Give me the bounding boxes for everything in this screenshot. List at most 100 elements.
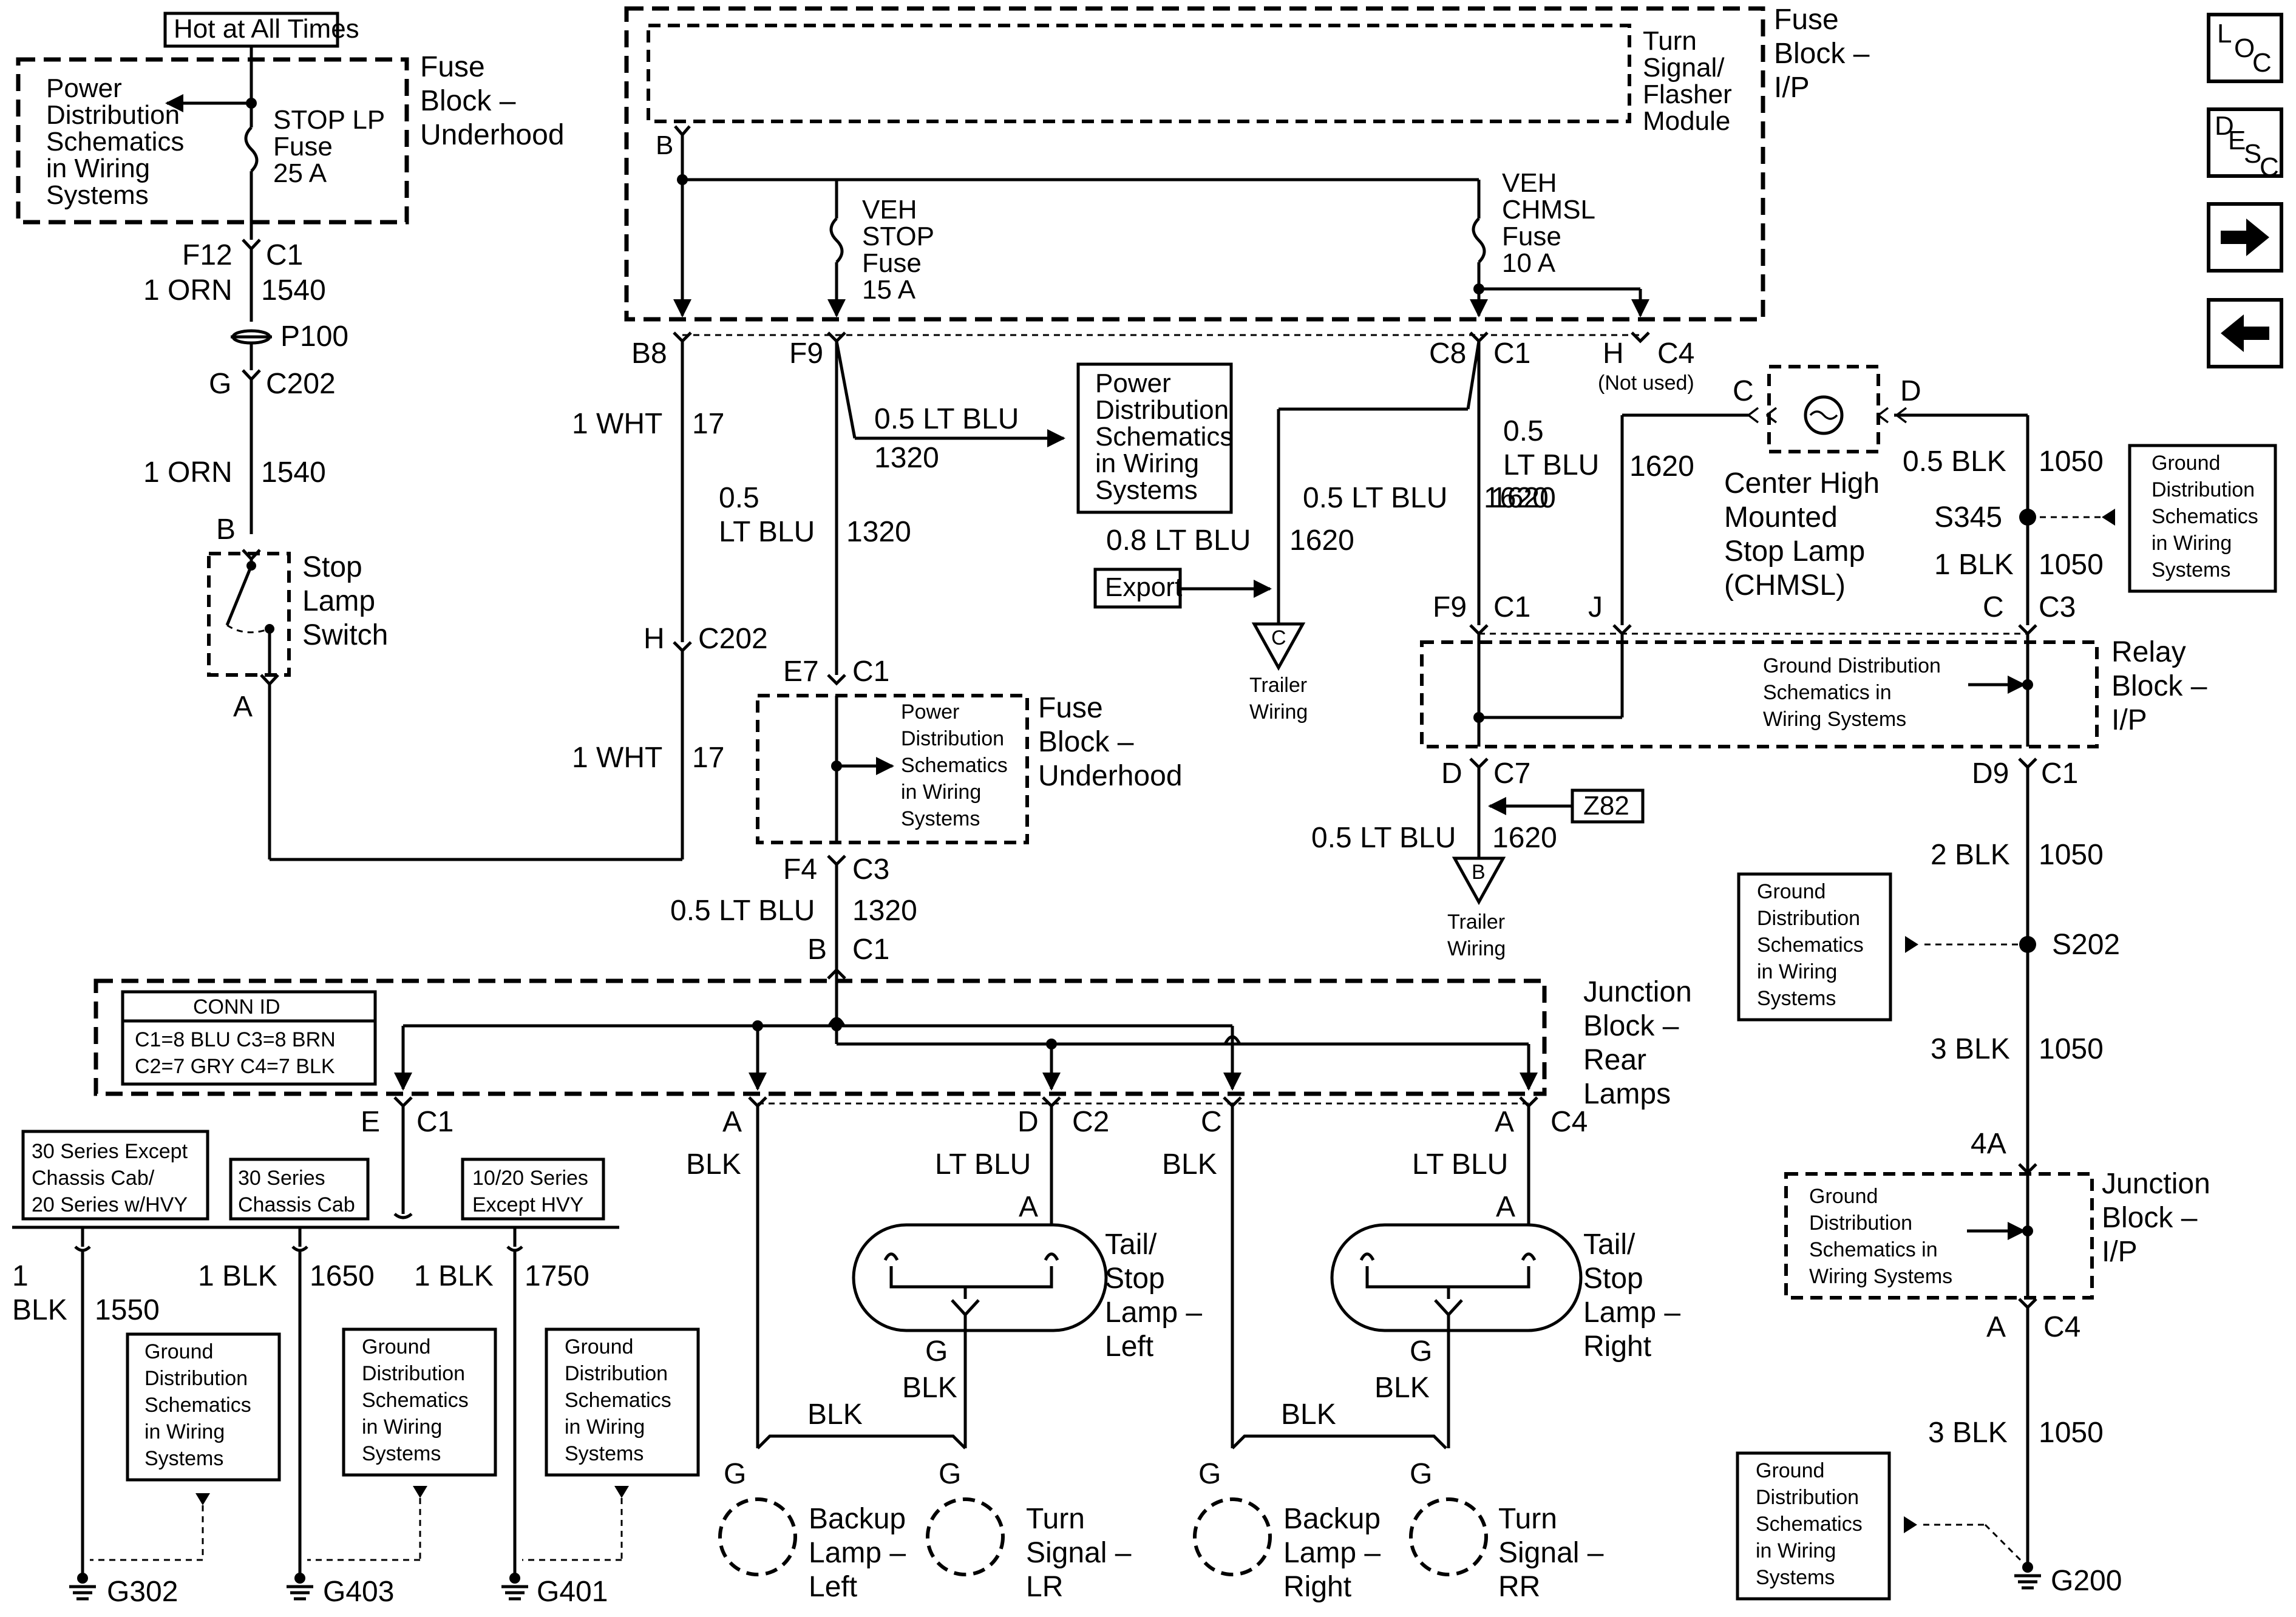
switch-contact-icon: [225, 565, 253, 626]
svg-text:Systems: Systems: [46, 180, 149, 210]
svg-text:C1: C1: [852, 656, 889, 688]
svg-text:BLK: BLK: [686, 1148, 741, 1181]
svg-text:in Wiring: in Wiring: [2152, 532, 2232, 555]
svg-text:E: E: [2228, 126, 2246, 155]
svg-text:1 BLK: 1 BLK: [414, 1260, 494, 1292]
s345-splice-icon: [2019, 509, 2036, 526]
prev-button[interactable]: [2207, 298, 2283, 368]
desc-button[interactable]: D E S C: [2207, 107, 2283, 182]
turn-signal-module-outline: [647, 24, 1631, 123]
svg-text:Fuse: Fuse: [862, 248, 922, 278]
svg-text:Underhood: Underhood: [1038, 760, 1183, 792]
svg-text:Wiring: Wiring: [1447, 937, 1506, 960]
svg-text:G401: G401: [537, 1576, 608, 1608]
svg-text:1540: 1540: [261, 456, 326, 489]
svg-text:10 A: 10 A: [1502, 248, 1556, 278]
svg-text:Mounted: Mounted: [1724, 501, 1838, 534]
svg-text:Ground: Ground: [1809, 1185, 1878, 1208]
svg-text:LR: LR: [1026, 1571, 1063, 1603]
svg-text:RR: RR: [1498, 1571, 1540, 1603]
svg-text:1 WHT: 1 WHT: [572, 408, 662, 440]
wht-circuit-17: 1 WHT 17 H C202 1 WHT 17: [572, 341, 768, 859]
svg-text:A: A: [1986, 1311, 2006, 1343]
svg-text:C3: C3: [2039, 591, 2076, 623]
svg-text:Tail/: Tail/: [1105, 1229, 1157, 1261]
svg-text:in Wiring: in Wiring: [144, 1420, 225, 1443]
svg-text:20 Series w/HVY: 20 Series w/HVY: [32, 1193, 188, 1216]
svg-text:1050: 1050: [2039, 549, 2104, 581]
svg-text:C1: C1: [416, 1106, 453, 1138]
svg-text:Power: Power: [46, 73, 122, 103]
arrow-left-icon: [2221, 314, 2269, 352]
svg-text:G: G: [724, 1458, 746, 1490]
svg-text:1550: 1550: [95, 1294, 160, 1326]
next-button[interactable]: [2207, 202, 2283, 273]
junction-block-rear-lamps: Junction Block – Rear Lamps CONN ID C1=8…: [93, 976, 1692, 1110]
svg-text:Turn: Turn: [1026, 1503, 1085, 1535]
svg-text:15 A: 15 A: [862, 275, 916, 305]
svg-text:Fuse: Fuse: [420, 51, 485, 83]
svg-text:4A: 4A: [1971, 1128, 2006, 1160]
svg-text:F9: F9: [789, 337, 823, 370]
fuse-block-underhood-outline: [16, 57, 409, 225]
svg-text:Stop Lamp: Stop Lamp: [1724, 535, 1865, 568]
svg-text:Distribution: Distribution: [565, 1362, 668, 1385]
svg-text:C1=8 BLU C3=8 BRN: C1=8 BLU C3=8 BRN: [135, 1028, 336, 1051]
svg-text:Left: Left: [1105, 1331, 1153, 1363]
svg-text:G403: G403: [323, 1576, 394, 1608]
svg-text:B: B: [807, 934, 827, 966]
svg-text:Turn: Turn: [1498, 1503, 1557, 1535]
svg-text:Switch: Switch: [302, 619, 388, 651]
svg-text:Schematics: Schematics: [362, 1389, 469, 1412]
svg-text:Distribution: Distribution: [1809, 1212, 1912, 1235]
svg-text:B: B: [656, 131, 673, 160]
svg-text:Stop: Stop: [1105, 1263, 1165, 1295]
svg-text:Ground Distribution: Ground Distribution: [1763, 654, 1941, 677]
svg-text:C1: C1: [852, 934, 889, 966]
svg-text:C202: C202: [266, 368, 336, 400]
svg-text:1320: 1320: [852, 895, 917, 927]
chmsl-outline: [1767, 365, 1880, 453]
svg-text:G200: G200: [2051, 1565, 2122, 1597]
svg-text:0.8 LT BLU: 0.8 LT BLU: [1106, 524, 1251, 557]
svg-text:Turn: Turn: [1643, 26, 1697, 56]
svg-text:1050: 1050: [2039, 839, 2104, 871]
arrow-right-icon: [2221, 219, 2269, 256]
svg-text:Schematics: Schematics: [901, 754, 1008, 777]
turn-signal-rr-icon: [1409, 1497, 1488, 1576]
svg-text:G: G: [209, 368, 231, 400]
svg-text:Lamp –: Lamp –: [1105, 1297, 1202, 1329]
option-box-30-series-except: [21, 1130, 209, 1221]
svg-text:Schematics: Schematics: [565, 1389, 671, 1412]
svg-text:LT BLU: LT BLU: [935, 1148, 1031, 1181]
gd-box-s345: [2128, 444, 2277, 593]
svg-text:G302: G302: [107, 1576, 178, 1608]
svg-text:STOP: STOP: [862, 222, 934, 251]
lt-blu-circuit-1320: 0.5 LT BLU 1320 Power Distribution Schem…: [670, 341, 1233, 980]
svg-text:1320: 1320: [874, 442, 939, 474]
svg-text:Distribution: Distribution: [1095, 395, 1229, 425]
svg-text:Lamp: Lamp: [302, 585, 375, 617]
svg-text:Schematics: Schematics: [46, 127, 184, 157]
svg-text:Schematics: Schematics: [1757, 934, 1864, 957]
svg-text:Junction: Junction: [2102, 1168, 2210, 1200]
svg-text:1620: 1620: [1492, 822, 1557, 854]
svg-text:1650: 1650: [310, 1260, 375, 1292]
svg-text:VEH: VEH: [1502, 168, 1557, 198]
svg-text:0.5 LT BLU: 0.5 LT BLU: [1311, 822, 1456, 854]
svg-text:BLK: BLK: [807, 1398, 863, 1431]
tail-stop-lamp-right-icon: [1330, 1223, 1583, 1332]
loc-button[interactable]: L O C: [2207, 13, 2283, 83]
svg-text:D: D: [2215, 111, 2234, 141]
svg-text:Ground: Ground: [362, 1335, 430, 1358]
svg-text:CONN ID: CONN ID: [193, 995, 280, 1019]
svg-text:3 BLK: 3 BLK: [1928, 1417, 2008, 1449]
svg-text:Distribution: Distribution: [1756, 1486, 1859, 1509]
svg-text:B8: B8: [631, 337, 667, 370]
svg-text:Systems: Systems: [144, 1447, 223, 1470]
svg-text:Systems: Systems: [1095, 475, 1198, 505]
svg-text:Block –: Block –: [1038, 726, 1134, 758]
svg-text:S202: S202: [2052, 929, 2120, 961]
svg-text:Junction: Junction: [1583, 976, 1692, 1008]
svg-text:D9: D9: [1972, 758, 2009, 790]
